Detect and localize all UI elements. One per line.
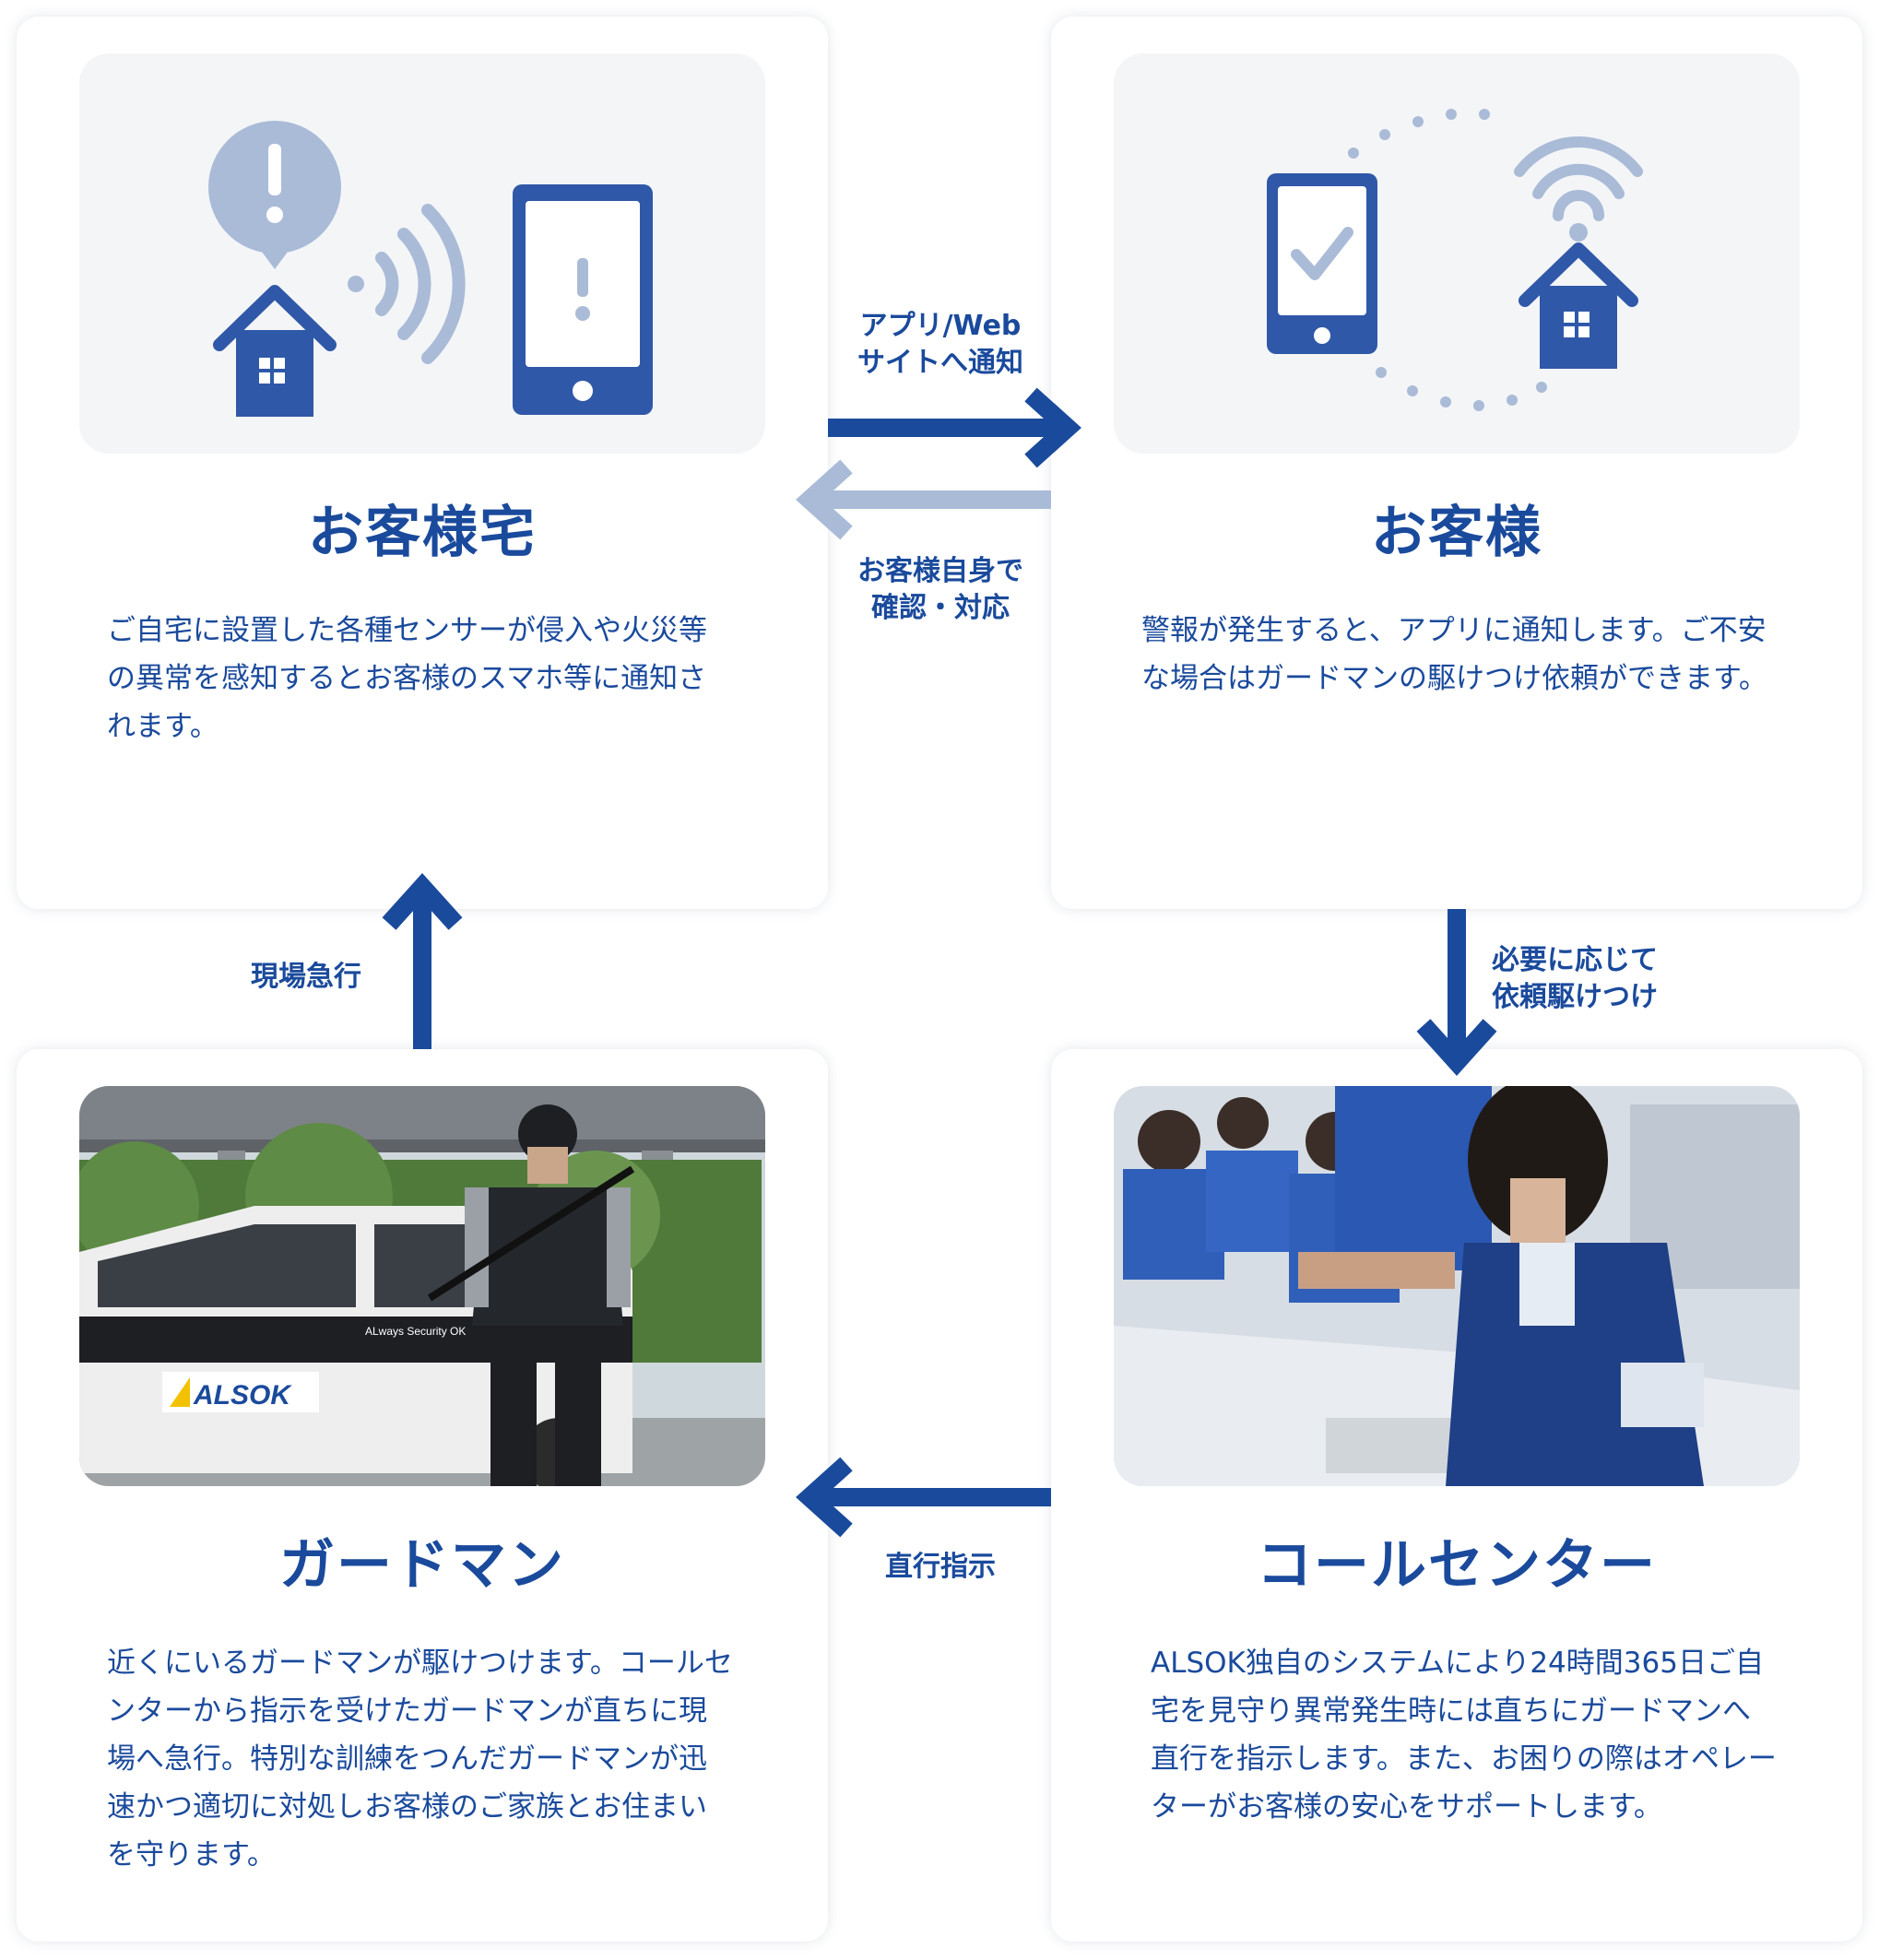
dotted-cycle-icon [1348,109,1547,411]
van-brand-text: ALSOK [193,1380,292,1411]
alert-bubble-icon [208,121,341,269]
label-request: 必要に応じて 依頼駆けつけ [1492,944,1658,1013]
signal-waves-icon [348,204,466,364]
label-confirm: お客様自身で 確認・対応 [857,555,1023,624]
card-title-customer: お客様 [1371,501,1542,565]
callcenter-photo [1114,1086,1800,1486]
arrow-rush [382,873,463,1049]
card-desc-callcenter: ALSOK独自のシステムにより24時間365日ご自宅を見守り異常発生時には直ちに… [1151,1647,1777,1824]
wifi-icon [1514,136,1643,242]
guard-person [427,1104,635,1486]
arrow-dispatch [796,1457,1051,1538]
customer-illustration [1114,53,1800,454]
card-desc-customer: 警報が発生すると、アプリに通知します。ご不安な場合はガードマンの駆けつけ依頼がで… [1141,614,1767,695]
van-slogan-text: ALways Security OK [365,1325,466,1338]
card-desc-home: ご自宅に設置した各種センサーが侵入や火災等の異常を感知するとお客様のスマホ等に通… [107,614,707,743]
arrow-confirm [796,459,1051,540]
arrow-request [1416,909,1497,1076]
smartphone-alert-icon [513,184,653,415]
card-desc-guard: 近くにいるガードマンが駆けつけます。コールセンターから指示を受けたガードマンが直… [107,1647,733,1871]
label-notify: アプリ/Web サイトへ通知 [857,310,1023,379]
card-guard: ALSOK ALways Security OK ガードマン 近くにいるガードマ… [17,1049,828,1942]
label-dispatch: 直行指示 [885,1551,996,1583]
home-illustration [79,53,765,454]
label-rush: 現場急行 [251,961,361,993]
house-icon [1519,242,1638,369]
card-home: お客様宅 ご自宅に設置した各種センサーが侵入や火災等の異常を感知するとお客様のス… [17,17,828,909]
card-title-callcenter: コールセンター [1257,1533,1657,1598]
smartphone-check-icon [1267,173,1377,354]
card-title-home: お客様宅 [308,501,537,565]
card-title-guard: ガードマン [279,1533,565,1598]
arrow-notify [828,387,1081,468]
card-customer: お客様 警報が発生すると、アプリに通知します。ご不安な場合はガードマンの駆けつけ… [1051,17,1862,909]
house-icon [213,285,337,417]
guard-photo: ALSOK ALways Security OK [79,1086,765,1486]
card-callcenter: コールセンター ALSOK独自のシステムにより24時間365日ご自宅を見守り異常… [1051,1049,1862,1942]
